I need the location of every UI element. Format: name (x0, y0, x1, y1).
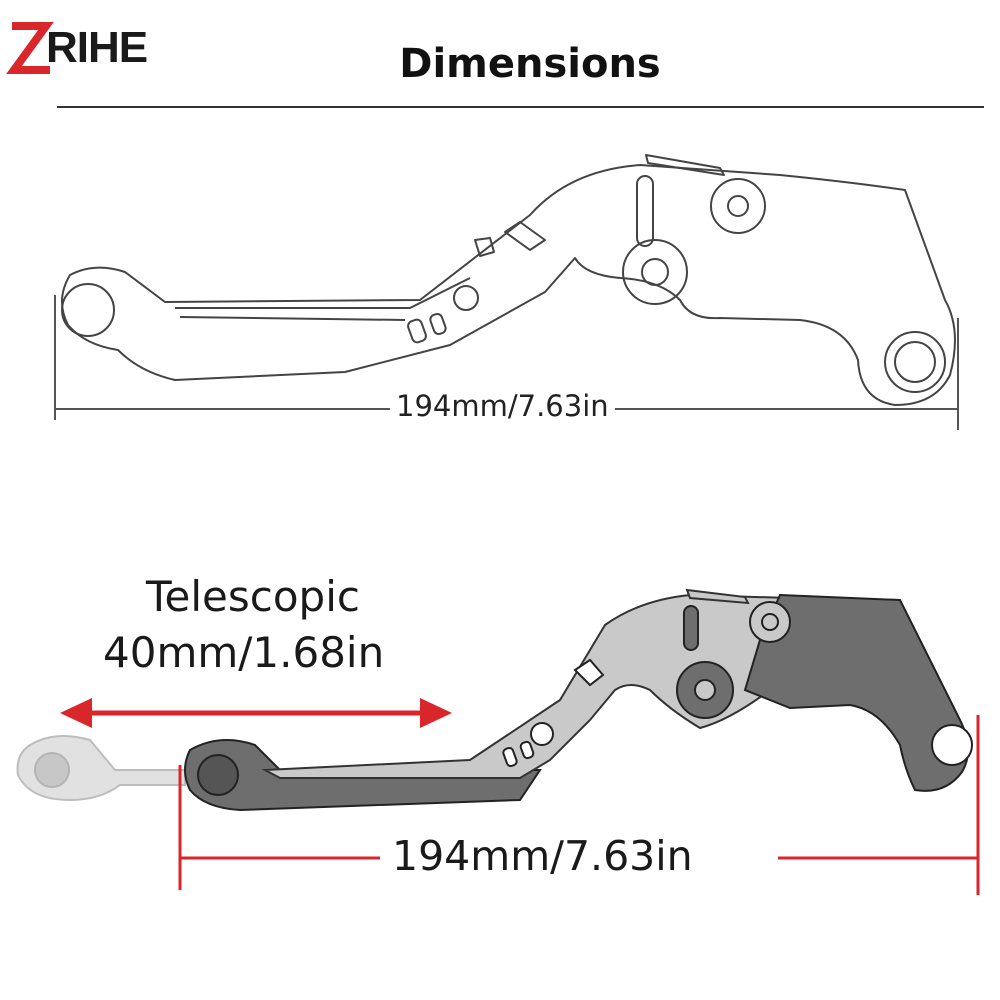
telescopic-length-label: 40mm/1.68in (103, 628, 385, 677)
logo-text: RIHE (46, 23, 148, 72)
telescopic-heading: Telescopic (146, 572, 360, 621)
page-title: Dimensions (399, 41, 661, 87)
bottom-length-label: 194mm/7.63in (380, 836, 705, 877)
bottom-dimension-lines (178, 715, 980, 895)
logo-z-mark (6, 22, 54, 74)
telescopic-arrow (60, 698, 452, 728)
header-divider (57, 106, 984, 108)
top-length-label: 194mm/7.63in (390, 392, 615, 421)
brand-logo: RIHE (6, 4, 181, 74)
ghost-lever (16, 735, 186, 802)
